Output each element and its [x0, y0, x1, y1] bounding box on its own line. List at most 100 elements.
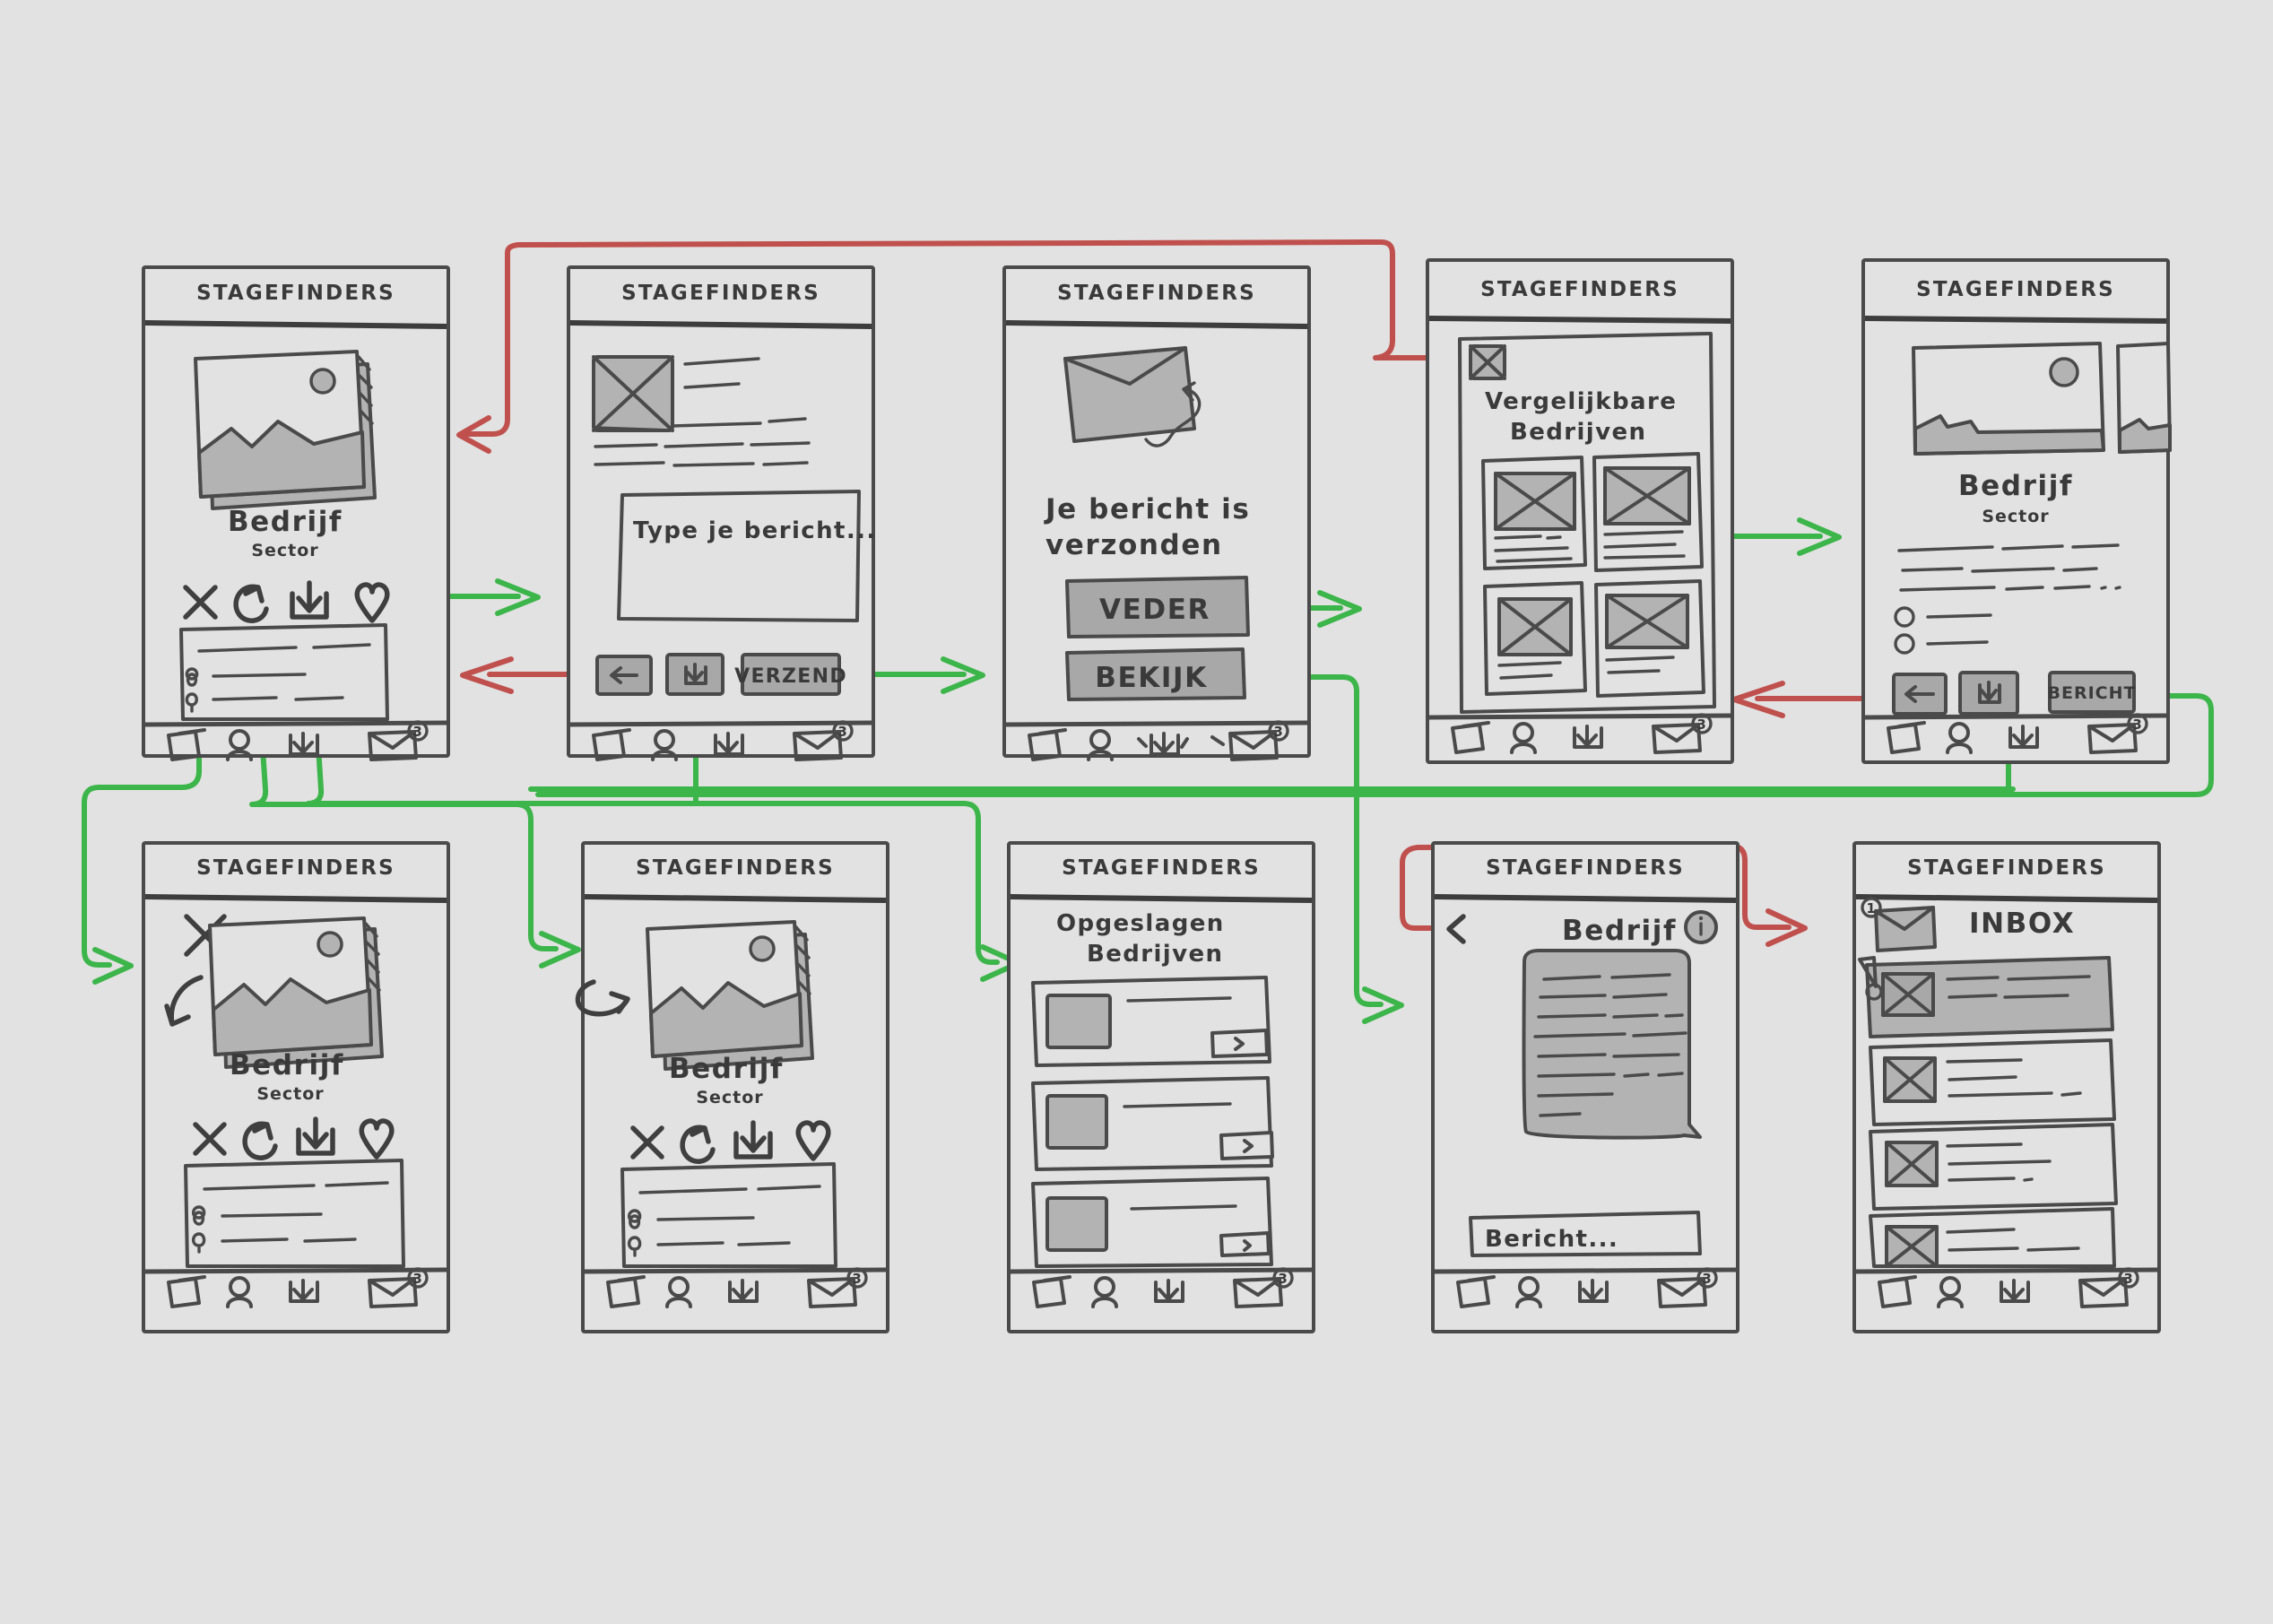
bottom-nav[interactable]: 3 — [167, 1267, 429, 1308]
envelope-icon[interactable]: 3 — [1233, 1267, 1294, 1308]
reject-button[interactable] — [193, 1122, 227, 1156]
download-tray-icon[interactable] — [289, 1279, 319, 1303]
list-item[interactable] — [1031, 976, 1271, 1067]
inbox-badge-count: 3 — [2123, 1271, 2133, 1287]
screen-inbox[interactable]: STAGEFINDERS 1 INBOX — [1852, 841, 2161, 1333]
similar-company-card[interactable] — [1483, 581, 1587, 696]
card-company-name: Bedrijf — [228, 506, 343, 538]
screen-chat[interactable]: STAGEFINDERS Bedrijf Bericht... 3 — [1431, 841, 1739, 1333]
bottom-nav[interactable]: 3 — [1878, 1267, 2139, 1308]
screen-message-sent[interactable]: STAGEFINDERS Je bericht is verzonden VED… — [1002, 265, 1311, 761]
app-title: STAGEFINDERS — [1486, 856, 1685, 880]
download-tray-icon[interactable] — [1154, 1279, 1184, 1303]
cards-stack-icon[interactable] — [606, 1275, 646, 1308]
chevron-right-icon[interactable] — [1219, 1131, 1274, 1160]
bottom-nav[interactable]: 3 — [1032, 1267, 1294, 1308]
card-company-name: Bedrijf — [230, 1049, 344, 1081]
screen-compose-message[interactable]: STAGEFINDERS Type je bericht... VERZEND … — [567, 265, 877, 761]
list-item[interactable] — [1869, 1038, 2116, 1126]
card-photo-stack — [194, 350, 377, 510]
list-item[interactable] — [1869, 1207, 2116, 1268]
bottom-nav[interactable]: 3 — [606, 1267, 868, 1308]
continue-button-label: VEDER — [1099, 594, 1210, 626]
close-modal-button[interactable] — [1469, 344, 1506, 380]
saved-heading-line2: Bedrijven — [1087, 941, 1223, 968]
chat-input-placeholder: Bericht... — [1485, 1226, 1618, 1253]
inbox-badge-count: 3 — [1273, 724, 1283, 740]
like-button[interactable] — [795, 1120, 831, 1161]
person-icon[interactable] — [1091, 1276, 1118, 1308]
chat-input[interactable]: Bericht... — [1469, 1211, 1702, 1257]
app-title: STAGEFINDERS — [1057, 282, 1256, 305]
inbox-badge-count: 3 — [2132, 716, 2142, 733]
message-button[interactable]: BERICHT — [2048, 671, 2137, 714]
similar-company-card[interactable] — [1594, 579, 1705, 698]
screen-company-detail[interactable]: STAGEFINDERS Bedrijf Sector BERICHT 3 — [1861, 258, 2172, 764]
card-info-panel — [184, 1159, 405, 1268]
list-item[interactable] — [1858, 956, 2114, 1038]
card-info-panel — [620, 1162, 837, 1268]
back-button[interactable] — [595, 655, 653, 696]
envelope-icon[interactable]: 3 — [807, 1267, 868, 1308]
save-button[interactable] — [665, 653, 724, 696]
like-button[interactable] — [359, 1118, 395, 1159]
screen-saved-companies[interactable]: STAGEFINDERS Opgeslagen Bedrijven 3 — [1007, 841, 1315, 1333]
cards-stack-icon[interactable] — [1032, 1275, 1071, 1308]
download-tray-icon[interactable] — [728, 1279, 759, 1303]
save-button[interactable] — [733, 1120, 773, 1159]
undo-button[interactable] — [242, 1121, 278, 1160]
app-title: STAGEFINDERS — [1907, 856, 2106, 880]
card-photo-stack — [646, 920, 814, 1071]
image-placeholder-x — [592, 355, 674, 432]
person-icon[interactable] — [1515, 1276, 1542, 1308]
bottom-nav[interactable]: 3 — [1456, 1267, 1718, 1308]
list-item[interactable] — [1031, 1076, 1274, 1171]
send-button-label: VERZEND — [734, 665, 847, 688]
person-icon[interactable] — [1937, 1276, 1964, 1308]
person-icon[interactable] — [226, 1276, 253, 1308]
person-icon[interactable] — [665, 1276, 692, 1308]
similar-heading-line1: Vergelijkbare — [1485, 388, 1677, 415]
chevron-right-icon[interactable] — [1210, 1029, 1269, 1058]
view-button[interactable]: BEKIJK — [1065, 647, 1246, 701]
inbox-badge-count: 3 — [1702, 1271, 1712, 1287]
envelope-icon[interactable]: 3 — [1657, 1267, 1718, 1308]
continue-button[interactable]: VEDER — [1065, 576, 1250, 638]
screen-swipe-card[interactable]: STAGEFINDERS Bedrijf Sector 3 — [142, 265, 450, 761]
save-button[interactable] — [296, 1116, 335, 1156]
card-sector: Sector — [251, 541, 318, 560]
download-tray-icon[interactable] — [2000, 1279, 2030, 1303]
chat-bubble-placeholder — [1522, 949, 1702, 1140]
envelope-icon[interactable]: 3 — [368, 1267, 429, 1308]
screen-swipe-undo[interactable]: STAGEFINDERS Bedrijf Sector 3 — [575, 841, 889, 1333]
chevron-right-icon[interactable] — [1219, 1231, 1271, 1257]
cards-stack-icon[interactable] — [167, 1275, 206, 1308]
back-button[interactable] — [1892, 673, 1948, 716]
card-sector: Sector — [256, 1084, 324, 1104]
detail-company-name: Bedrijf — [1958, 470, 2073, 502]
reject-button[interactable] — [630, 1125, 664, 1159]
card-sector: Sector — [696, 1088, 763, 1107]
app-title: STAGEFINDERS — [1916, 278, 2115, 301]
envelope-icon[interactable]: 3 — [2078, 1267, 2139, 1308]
list-item[interactable] — [1031, 1177, 1273, 1268]
info-button[interactable] — [1684, 910, 1718, 944]
similar-company-card[interactable] — [1592, 452, 1704, 572]
list-item[interactable] — [1869, 1123, 2118, 1211]
download-tray-icon[interactable] — [1578, 1279, 1609, 1303]
app-title: STAGEFINDERS — [196, 856, 395, 880]
message-textarea[interactable]: Type je bericht... — [617, 490, 877, 622]
send-button[interactable]: VERZEND — [734, 653, 847, 696]
cards-stack-icon[interactable] — [1878, 1275, 1917, 1308]
app-title: STAGEFINDERS — [1480, 278, 1679, 301]
undo-button[interactable] — [680, 1125, 716, 1164]
screen-swipe-left-reject[interactable]: STAGEFINDERS Bedrijf Sector 3 — [142, 841, 450, 1333]
cards-stack-icon[interactable] — [1456, 1275, 1496, 1308]
similar-company-card[interactable] — [1481, 456, 1587, 570]
save-button[interactable] — [1958, 671, 2019, 716]
screen-similar-companies[interactable]: STAGEFINDERS Vergelijkbare Bedrijven — [1426, 258, 1734, 764]
image-carousel[interactable] — [1912, 342, 2172, 456]
app-title: STAGEFINDERS — [1062, 856, 1261, 880]
